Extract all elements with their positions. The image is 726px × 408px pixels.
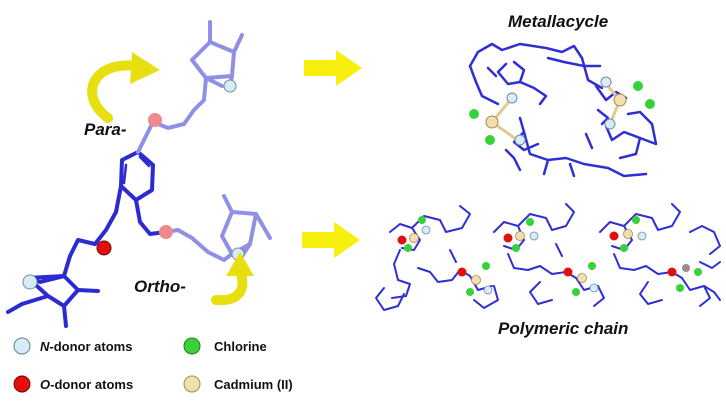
polymeric-chain-label: Polymeric chain (498, 319, 628, 338)
para-oxygen-atom (148, 113, 162, 127)
pyrazole-ring-left (26, 274, 80, 308)
legend-prefix-o: O (40, 377, 50, 392)
o-linker-chain (93, 184, 123, 246)
legend-item-cadmium: Cadmium (II) (183, 375, 293, 393)
legend-item-chlorine: Chlorine (183, 337, 267, 355)
legend-prefix-n: N (40, 339, 50, 354)
polymeric-chain-atoms (397, 216, 702, 296)
ortho-curved-arrow (211, 252, 254, 306)
legend-swatch-cadmium (183, 375, 201, 393)
polymeric-chain-structure (375, 203, 721, 311)
legend-item-o-donor: O-donor atoms (13, 375, 133, 393)
legend: N-donor atoms Chlorine O-donor atoms Cad… (13, 337, 293, 393)
ortho-ligand-backbone (6, 150, 168, 328)
arrow-to-metallacycle (304, 50, 362, 86)
polymer-unit-2 (493, 203, 605, 307)
legend-text-chlorine: Chlorine (214, 339, 267, 354)
svg-text:O-donor atoms: O-donor atoms (40, 377, 133, 392)
legend-swatch-n-donor (13, 337, 31, 355)
metallacycle-atoms (469, 76, 655, 146)
pyrazole-ring-top (190, 40, 236, 80)
metallacycle-structure (468, 42, 658, 178)
polymer-unit-1 (375, 205, 499, 311)
oxygen-donor-atom (96, 240, 112, 256)
metallacycle-label: Metallacycle (508, 12, 608, 31)
svg-text:N-donor atoms: N-donor atoms (40, 339, 132, 354)
legend-swatch-o-donor (13, 375, 31, 393)
para-label: Para- (84, 120, 127, 139)
polymer-unit-3 (599, 203, 721, 307)
lavender-linker-bonds (136, 20, 272, 264)
legend-swatch-chlorine (183, 337, 201, 355)
legend-item-n-donor: N-donor atoms (13, 337, 132, 355)
arrow-to-polymeric-chain (302, 222, 360, 258)
legend-text-n-donor: -donor atoms (49, 339, 132, 354)
nitrogen-atom-left (22, 274, 38, 290)
para-curved-arrow (87, 52, 160, 123)
ortho-label: Ortho- (134, 277, 186, 296)
ortho-oxygen-atom (159, 225, 173, 239)
legend-text-cadmium: Cadmium (II) (214, 377, 293, 392)
legend-text-o-donor: -donor atoms (50, 377, 133, 392)
nitrogen-atom-top (223, 79, 237, 93)
